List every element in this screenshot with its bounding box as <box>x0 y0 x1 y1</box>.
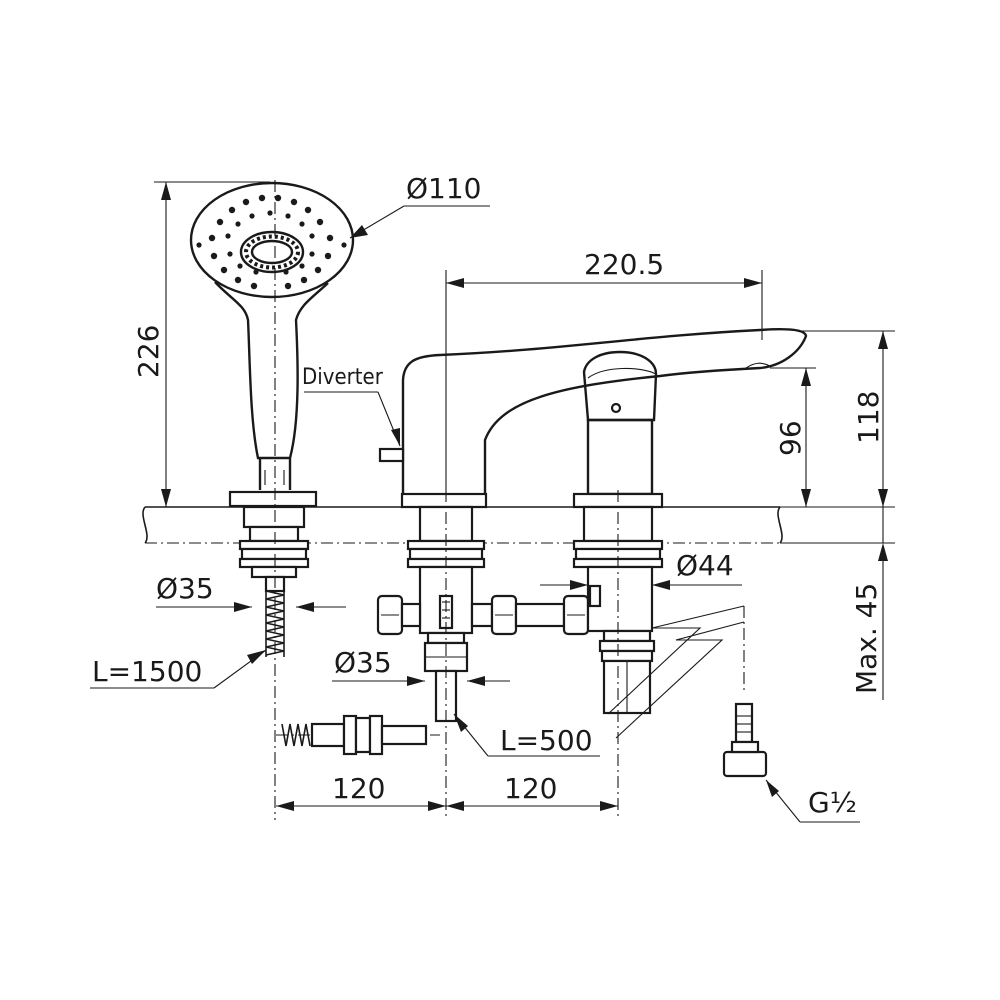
g-half-connector <box>722 702 768 778</box>
break-line <box>607 605 745 739</box>
dim-g-half-leader <box>765 779 860 823</box>
dim-96 <box>770 367 816 507</box>
dim-label-118: 118 <box>852 391 885 444</box>
dim-1500-leader <box>90 649 267 689</box>
dim-110-leader <box>349 205 490 239</box>
dim-44 <box>540 580 742 590</box>
dim-35-middle <box>332 676 510 686</box>
dim-label-35-left: Ø35 <box>156 572 214 605</box>
dim-label-35-middle: Ø35 <box>334 646 392 679</box>
dim-label-max-45: Max. 45 <box>850 583 883 694</box>
dim-118 <box>780 330 895 508</box>
mixer-valve-body <box>572 350 664 715</box>
dim-label-220-5: 220.5 <box>584 248 664 281</box>
dim-label-96: 96 <box>774 420 807 456</box>
nozzle-pattern <box>196 194 347 290</box>
dim-226 <box>154 181 270 508</box>
dim-500-leader <box>453 713 600 757</box>
dim-label-g-half: G½ <box>808 786 857 819</box>
center-lines <box>274 180 619 820</box>
dim-label-120-left: 120 <box>332 772 385 805</box>
diverter-label: Diverter <box>302 365 384 390</box>
dim-label-110: Ø110 <box>406 172 481 205</box>
diverter-leader <box>304 391 401 447</box>
dim-label-1500: L=1500 <box>92 655 202 688</box>
inlet-hose <box>276 714 440 756</box>
dim-120-120 <box>276 801 618 811</box>
dim-35-left <box>156 602 346 612</box>
dim-220-5 <box>445 270 763 490</box>
dim-label-120-right: 120 <box>504 772 557 805</box>
dim-label-44: Ø44 <box>676 549 734 582</box>
hand-shower <box>189 181 355 657</box>
dim-label-226: 226 <box>132 325 165 378</box>
dim-max-45 <box>780 507 895 700</box>
dim-label-500: L=500 <box>500 724 593 757</box>
